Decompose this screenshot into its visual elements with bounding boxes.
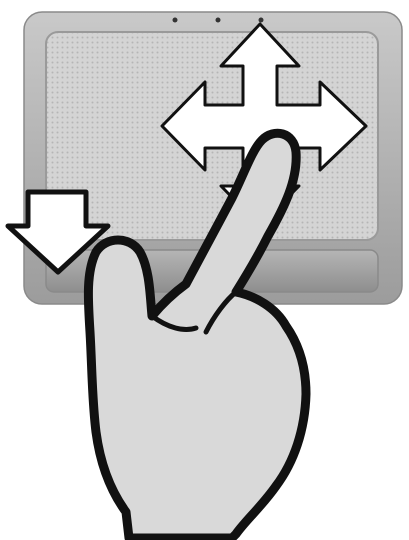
touchpad-gesture-figure [0,0,409,540]
two-finger-scroll-illustration [0,0,409,540]
